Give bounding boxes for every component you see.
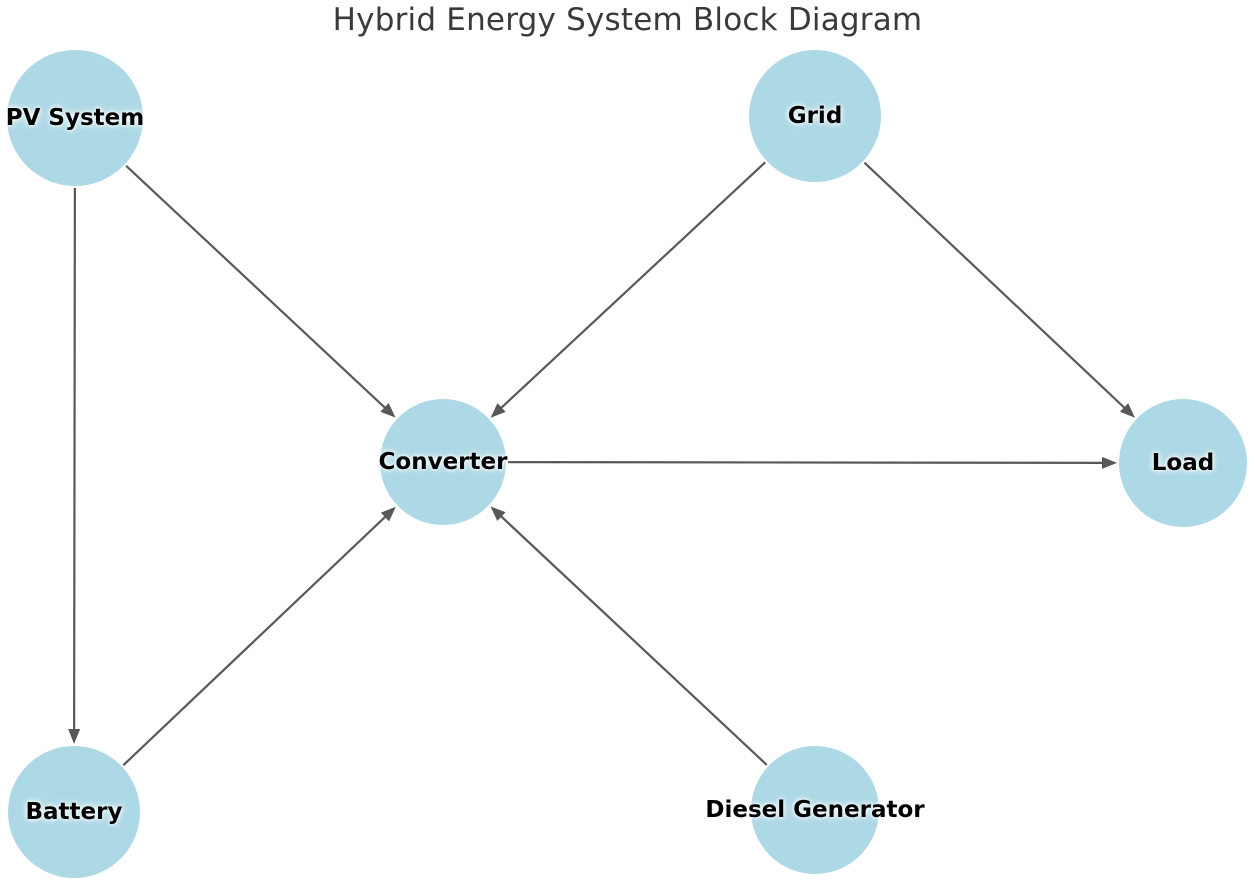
node-grid[interactable]: [749, 50, 881, 182]
node-conv[interactable]: [380, 399, 506, 525]
arrowhead-pv-to-conv: [380, 402, 396, 418]
node-battery[interactable]: [8, 746, 140, 878]
node-diesel[interactable]: [751, 746, 879, 874]
arrowhead-pv-to-battery: [68, 728, 81, 745]
nodes-layer: [7, 50, 1247, 878]
edge-grid-to-load: [863, 161, 1128, 411]
edge-conv-to-load: [507, 460, 1106, 464]
node-pv[interactable]: [7, 50, 143, 186]
arrowhead-battery-to-conv: [380, 506, 396, 522]
edge-grid-to-conv: [498, 161, 766, 411]
edge-pv-to-conv: [125, 164, 388, 411]
edge-pv-to-battery: [73, 187, 76, 733]
node-load[interactable]: [1119, 399, 1247, 527]
arrowhead-diesel-to-conv: [490, 506, 506, 522]
page-title: Hybrid Energy System Block Diagram: [332, 2, 923, 38]
arrowhead-conv-to-load: [1101, 456, 1117, 469]
arrowhead-grid-to-load: [1119, 403, 1135, 418]
edges-layer: [68, 161, 1135, 767]
edge-battery-to-conv: [122, 514, 388, 767]
arrowhead-grid-to-conv: [490, 403, 506, 418]
edge-diesel-to-conv: [498, 513, 768, 766]
